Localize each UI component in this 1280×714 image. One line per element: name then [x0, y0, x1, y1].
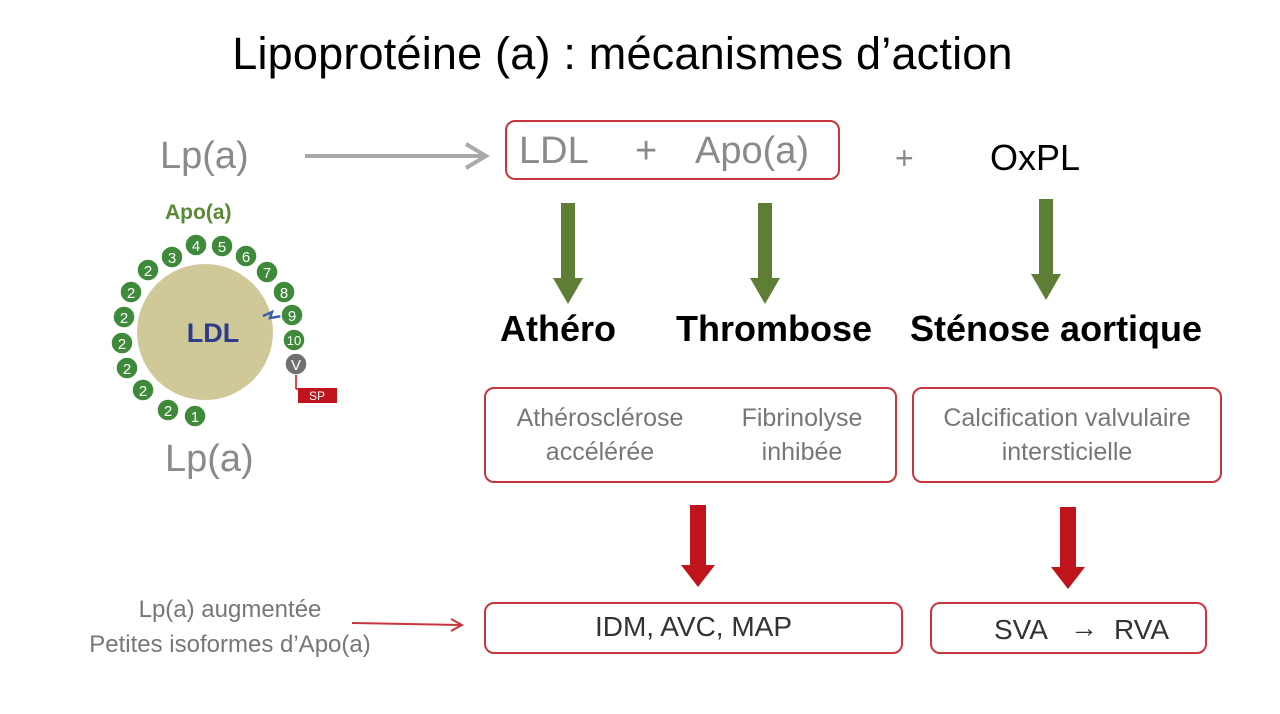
gray-arrow — [305, 142, 490, 170]
svg-text:8: 8 — [280, 285, 288, 302]
green-arrow-thrombose — [750, 203, 780, 304]
kringle-v: V — [284, 352, 308, 376]
lpa-label-top: Lp(a) — [160, 135, 249, 177]
kringle-chain: 2 3 4 5 6 7 8 9 10 V 2 2 2 2 2 2 1 — [110, 233, 308, 428]
plus-sign-2: + — [895, 140, 914, 176]
oxpl-label: OxPL — [990, 137, 1081, 178]
svg-text:2: 2 — [144, 263, 152, 280]
kringle-7: 7 — [255, 260, 279, 284]
ldl-text: LDL — [519, 130, 589, 172]
svg-text:1: 1 — [191, 409, 199, 426]
kringle-3: 3 — [160, 245, 184, 269]
svg-text:10: 10 — [287, 333, 301, 348]
kringle-2-left-4: 2 — [115, 356, 139, 380]
calc-effect-line1: Calcification valvulaire — [943, 404, 1191, 432]
svg-text:V: V — [291, 357, 301, 374]
category-thrombose: Thrombose — [676, 308, 873, 349]
kringle-2-left-3: 2 — [110, 331, 134, 355]
svg-text:2: 2 — [123, 361, 131, 378]
red-arrow-right — [1051, 507, 1085, 589]
plus-sign: + — [635, 130, 658, 172]
athero-effect: Athérosclérose accélérée — [500, 401, 700, 469]
green-arrow-stenose — [1031, 199, 1061, 300]
athero-effect-line1: Athérosclérose — [516, 404, 684, 432]
kringle-2-left-1: 2 — [119, 280, 143, 304]
kringle-2: 2 — [136, 258, 160, 282]
kringle-6: 6 — [234, 244, 258, 268]
category-stenose-aortique: Sténose aortique — [910, 308, 1203, 349]
apoa-label: Apo(a) — [165, 201, 232, 224]
ldl-particle-label: LDL — [187, 318, 239, 348]
sp-tag — [298, 388, 337, 403]
svg-text:6: 6 — [242, 249, 250, 266]
svg-text:4: 4 — [192, 238, 200, 255]
green-arrow-athero — [553, 203, 583, 304]
category-athero: Athéro — [500, 308, 616, 349]
outcome-sva: SVA — [994, 614, 1048, 645]
svg-text:9: 9 — [288, 308, 296, 325]
kringle-1: 1 — [183, 404, 207, 428]
svg-text:3: 3 — [168, 250, 176, 267]
side-note-line1: Lp(a) augmentée — [138, 596, 322, 623]
svg-text:2: 2 — [118, 336, 126, 353]
athero-effect-line2: accélérée — [545, 438, 655, 466]
outcome-rva: RVA — [1114, 614, 1169, 645]
fibrino-effect-line1: Fibrinolyse — [741, 404, 863, 432]
kringle-5: 5 — [210, 234, 234, 258]
svg-text:2: 2 — [164, 403, 172, 420]
kringle-2-left-2: 2 — [112, 305, 136, 329]
calc-effect-line2: intersticielle — [1001, 438, 1133, 466]
outcome-left-text: IDM, AVC, MAP — [594, 611, 793, 642]
calc-effect: Calcification valvulaire intersticielle — [914, 401, 1220, 469]
kringle-4: 4 — [184, 233, 208, 257]
side-note: Lp(a) augmentée Petites isoformes d’Apo(… — [40, 592, 420, 662]
outcome-box-right: SVA → RVA — [930, 602, 1207, 654]
outcome-box-left: IDM, AVC, MAP — [484, 602, 903, 654]
svg-text:2: 2 — [139, 383, 147, 400]
arrow-right-icon: → — [1070, 612, 1098, 643]
ldl-particle — [137, 264, 273, 400]
effect-box-athero-thrombose: Athérosclérose accélérée Fibrinolyse inh… — [484, 387, 897, 483]
kringle-9: 9 — [280, 303, 304, 327]
sp-label: SP — [309, 389, 325, 403]
svg-text:5: 5 — [218, 239, 226, 256]
apoa-text: Apo(a) — [695, 130, 810, 172]
kringle-8: 8 — [272, 280, 296, 304]
fibrino-effect-line2: inhibée — [761, 438, 843, 466]
kringle-2-left-6: 2 — [156, 398, 180, 422]
page-title: Lipoprotéine (a) : mécanismes d’action — [232, 28, 1013, 79]
lpa-molecule-diagram: LDL 2 3 4 5 6 7 8 9 10 V 2 2 2 2 2 2 1 S… — [110, 233, 337, 428]
kringle-10: 10 — [282, 328, 306, 352]
svg-text:2: 2 — [127, 285, 135, 302]
lpa-label-bottom: Lp(a) — [165, 438, 254, 480]
kringle-2-left-5: 2 — [131, 378, 155, 402]
apob-link — [262, 309, 283, 320]
side-note-line2: Petites isoformes d’Apo(a) — [89, 631, 371, 658]
red-arrow-left — [681, 505, 715, 587]
fibrino-effect: Fibrinolyse inhibée — [722, 401, 882, 469]
red-pointer-arrow — [351, 618, 465, 632]
ldl-apoa-box: LDL + Apo(a) — [505, 120, 840, 180]
effect-box-stenose: Calcification valvulaire intersticielle — [912, 387, 1222, 483]
svg-text:7: 7 — [263, 265, 271, 282]
svg-text:2: 2 — [120, 310, 128, 327]
